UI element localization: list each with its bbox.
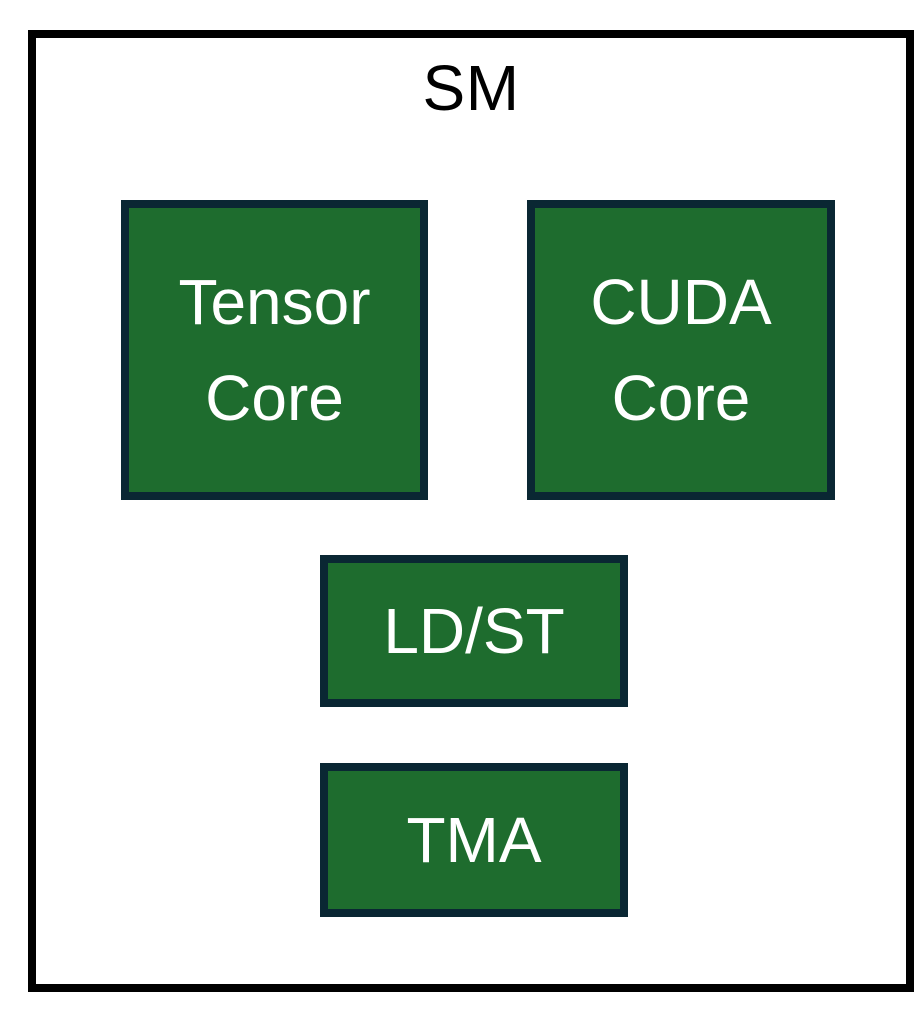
- sm-box: SM Tensor Core CUDA Core LD/ST TMA: [28, 30, 914, 992]
- block-cuda-core-label: CUDA Core: [590, 266, 772, 434]
- block-cuda-core: CUDA Core: [527, 200, 835, 500]
- block-tma: TMA: [320, 763, 628, 917]
- block-ld-st: LD/ST: [320, 555, 628, 707]
- block-tensor-core-label: Tensor Core: [178, 266, 371, 434]
- block-tma-label: TMA: [406, 804, 542, 876]
- sm-title: SM: [422, 52, 520, 124]
- block-tensor-core: Tensor Core: [121, 200, 428, 500]
- block-ld-st-label: LD/ST: [383, 595, 565, 667]
